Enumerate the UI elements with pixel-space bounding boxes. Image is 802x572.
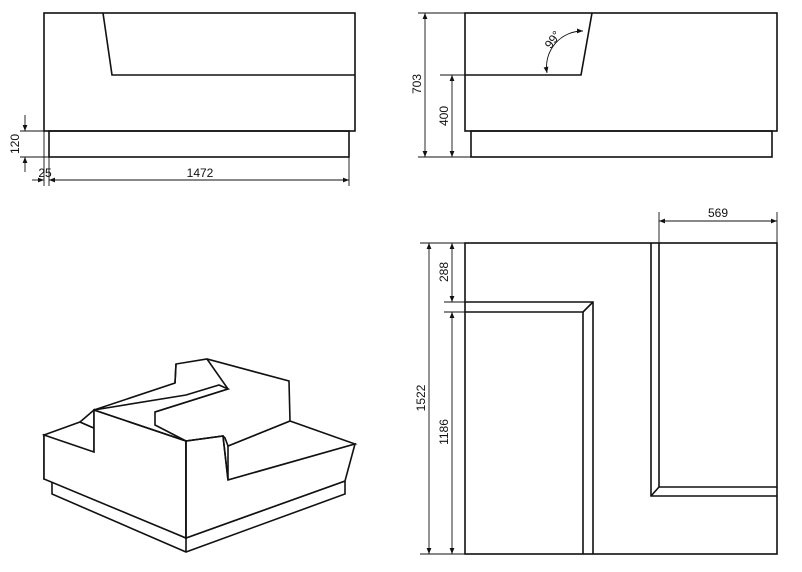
- side-backrest-edge: [465, 12, 593, 76]
- top-arm-outer-edge: [650, 243, 777, 497]
- top-dim-total-depth: 1522: [414, 242, 465, 555]
- front-base-height-label: 120: [8, 134, 22, 154]
- side-dim-angle: 99°: [542, 28, 584, 74]
- top-arm-width-label: 569: [708, 206, 728, 220]
- side-total-height-label: 703: [410, 74, 424, 94]
- top-seat-inner-edge: [465, 311, 584, 554]
- front-width-label: 1472: [187, 166, 214, 180]
- side-seat-height-label: 400: [437, 106, 451, 126]
- front-dim-base-height: 120: [8, 115, 49, 172]
- top-view: 569 1522 288 1186: [414, 206, 778, 555]
- top-dim-arm-width: 569: [658, 206, 778, 243]
- isometric-view: [41, 358, 358, 553]
- top-back-depth-label: 288: [437, 262, 451, 282]
- top-outline: [464, 242, 778, 555]
- top-seat-depth-label: 1186: [437, 419, 451, 445]
- side-plinth: [470, 130, 773, 158]
- front-offset-label: 25: [38, 166, 52, 180]
- side-dim-total-height: 703: [410, 12, 471, 158]
- front-backrest-edge: [102, 12, 355, 76]
- top-seat-outer-edge: [465, 301, 594, 554]
- top-arm-inner-edge: [658, 243, 777, 488]
- side-dim-seat-height: 400: [437, 74, 465, 157]
- side-body-outline: [464, 12, 778, 132]
- front-view: 120 25 1472: [8, 12, 356, 186]
- top-total-depth-label: 1522: [414, 384, 428, 411]
- iso-backrest-top: [93, 358, 291, 448]
- top-dim-seat-depth: 1186: [437, 311, 465, 554]
- front-body-outline: [43, 12, 356, 132]
- front-plinth: [48, 130, 350, 158]
- side-view: 99° 703 400: [410, 12, 778, 158]
- front-dim-width: 25 1472: [32, 131, 350, 186]
- side-angle-label: 99°: [542, 28, 564, 51]
- top-dim-back-depth: 288: [437, 243, 465, 303]
